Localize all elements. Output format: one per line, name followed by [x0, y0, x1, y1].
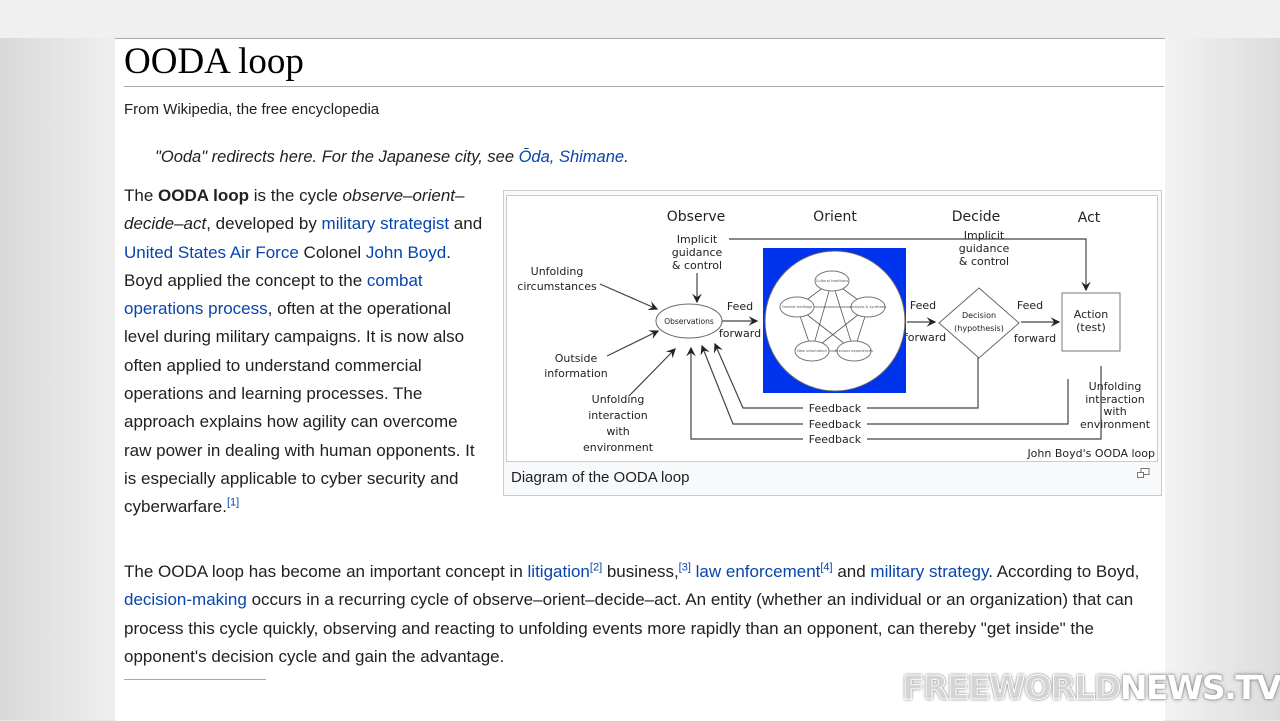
input-label: Unfolding [531, 265, 584, 278]
reference-3[interactable]: [3] [678, 561, 691, 574]
figure-caption: Diagram of the OODA loop [511, 469, 690, 486]
implicit-label: Implicit [677, 233, 718, 246]
link-john-boyd[interactable]: John Boyd [365, 242, 447, 262]
watermark-part1: FREEWORLD [902, 668, 1122, 708]
text: , often at the operational level during … [124, 299, 475, 517]
input-label: Unfolding [592, 393, 645, 406]
observations-label: Observations [664, 317, 714, 326]
phase-observe: Observe [667, 209, 725, 225]
link-usaf[interactable]: United States Air Force [124, 242, 299, 262]
link-litigation[interactable]: litigation [527, 562, 590, 581]
feed-label: Feed [727, 300, 753, 313]
link-military-strategy[interactable]: military strategy [870, 562, 989, 581]
orient-node-label: Analysis & synthesis [850, 305, 887, 309]
decision-node [938, 287, 1020, 359]
hatnote-text: "Ooda" redirects here. For the Japanese … [155, 148, 519, 166]
reference-1[interactable]: [1] [226, 496, 240, 509]
action-node [1061, 292, 1121, 352]
feedback-label: Feedback [809, 418, 862, 431]
reference-2[interactable]: [2] [589, 561, 603, 574]
implicit-label: guidance [672, 246, 723, 259]
input-label: with [606, 425, 629, 438]
decision-label: (hypothesis) [954, 324, 1004, 333]
input-label: Outside [555, 352, 598, 365]
title-divider [124, 86, 1164, 87]
act-output-label: environment [1080, 418, 1151, 431]
text: and [832, 562, 871, 581]
tagline: From Wikipedia, the free encyclopedia [124, 101, 380, 118]
watermark-part2: NEWS.TV [1119, 668, 1280, 707]
link-oda-shimane[interactable]: Ōda, Shimane [518, 148, 625, 166]
text: The OODA loop has become an important co… [124, 562, 528, 581]
ooda-diagram-svg: Observe Orient Decide Act Implicit guida… [517, 209, 1155, 460]
link-decision-making[interactable]: decision-making [124, 590, 247, 610]
feedback-label: Feedback [809, 433, 862, 446]
orient-node-label: Cultural traditions [816, 279, 849, 283]
reference-4[interactable]: [4] [820, 561, 833, 574]
text: Colonel [298, 242, 366, 262]
input-label: environment [583, 441, 654, 454]
phase-act: Act [1078, 210, 1101, 226]
act-output-label: interaction [1085, 393, 1145, 406]
feedback-label: Feedback [809, 402, 862, 415]
enlarge-icon[interactable] [1137, 468, 1150, 479]
link-military-strategist[interactable]: military strategist [321, 214, 450, 234]
term-bold: OODA loop [158, 186, 249, 205]
feed-label: Feed [910, 299, 936, 312]
phase-orient: Orient [813, 209, 857, 225]
orient-node-label: Genetic heritage [782, 305, 813, 309]
hatnote-suffix: . [624, 148, 629, 166]
link-combat-operations-process[interactable]: combat operations process [124, 270, 423, 319]
act-output-label: Unfolding [1089, 380, 1142, 393]
decision-label: Decision [962, 311, 996, 320]
text: . Boyd applied the concept to the [124, 242, 451, 290]
implicit-label: guidance [959, 242, 1010, 255]
term-italic: observe–orient–decide–act [124, 186, 465, 234]
act-output-label: with [1103, 405, 1126, 418]
orient-node-label: New information [797, 349, 827, 353]
input-label: interaction [588, 409, 648, 422]
hatnote: "Ooda" redirects here. For the Japanese … [155, 148, 629, 167]
input-label: information [544, 367, 608, 380]
page-title: OODA loop [124, 41, 304, 82]
feed-label: Feed [1017, 299, 1043, 312]
implicit-label: Implicit [964, 229, 1005, 242]
ooda-diagram[interactable]: Observe Orient Decide Act Implicit guida… [506, 195, 1158, 462]
diagram-credit: John Boyd's OODA loop [1026, 447, 1155, 460]
implicit-label: & control [959, 255, 1009, 268]
text: business, [602, 562, 679, 581]
section-divider [124, 679, 266, 680]
text: occurs in a recurring cycle of observe–o… [124, 590, 1134, 666]
phase-decide: Decide [952, 209, 1000, 225]
forward-label: forward [719, 327, 761, 340]
action-label: Action [1074, 308, 1108, 321]
blurred-top-bar [0, 0, 1280, 38]
implicit-label: & control [672, 259, 722, 272]
text: The [124, 186, 159, 205]
text: is the cycle [249, 186, 343, 205]
forward-label: forward [904, 331, 946, 344]
forward-label: forward [1014, 332, 1056, 345]
second-paragraph: The OODA loop has become an important co… [124, 558, 1164, 671]
watermark-logo: FREEWORLDNEWS.TV [902, 668, 1280, 708]
text: , developed by [206, 214, 322, 234]
text: . According to Boyd, [988, 562, 1140, 581]
action-label: (test) [1076, 321, 1106, 334]
text: and [449, 214, 483, 234]
observations-node [655, 303, 723, 339]
intro-paragraph: The OODA loop is the cycle observe–orien… [124, 182, 484, 522]
link-law-enforcement[interactable]: law enforcement [695, 562, 821, 581]
orient-node-label: Previous experiences [835, 349, 873, 353]
input-label: circumstances [517, 280, 597, 293]
